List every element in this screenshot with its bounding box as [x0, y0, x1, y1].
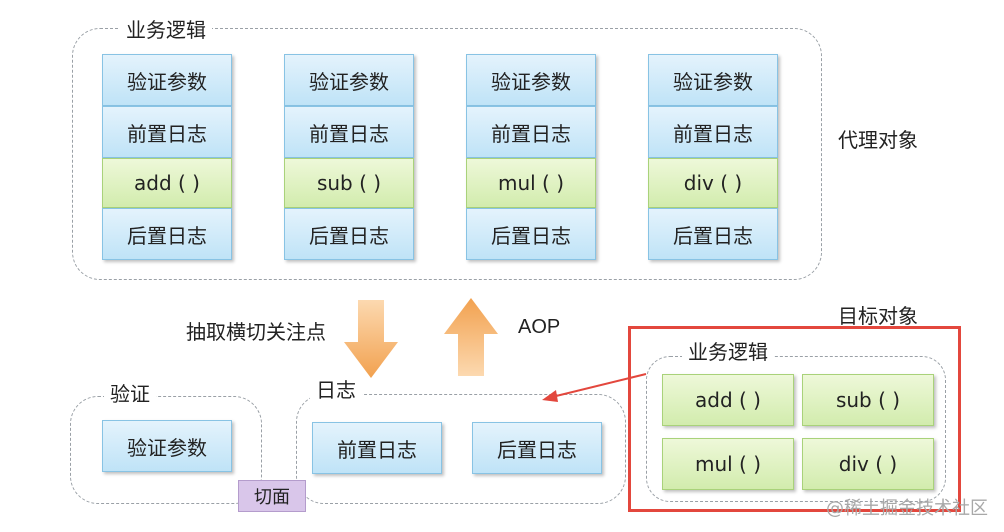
validate-param-cell: 验证参数 — [102, 420, 232, 472]
validate-param-cell: 验证参数 — [284, 54, 414, 106]
down-arrow-icon — [344, 300, 398, 378]
up-arrow-icon — [444, 298, 498, 376]
proxy-business-logic-group — [72, 28, 822, 280]
extract-crosscut-label: 抽取横切关注点 — [186, 320, 326, 344]
pre-log-cell: 前置日志 — [648, 106, 778, 158]
validate-param-cell: 验证参数 — [648, 54, 778, 106]
validate-param-cell: 验证参数 — [102, 54, 232, 106]
method-cell-div: div ( ) — [648, 158, 778, 208]
aspect-label: 切面 — [238, 480, 306, 512]
post-log-cell: 后置日志 — [648, 208, 778, 260]
proxy-object-label: 代理对象 — [838, 128, 918, 152]
post-log-cell: 后置日志 — [102, 208, 232, 260]
method-cell-mul: mul ( ) — [466, 158, 596, 208]
post-log-cell: 后置日志 — [472, 422, 602, 474]
validate-group — [70, 396, 262, 504]
validate-group-label: 验证 — [104, 378, 156, 407]
target-group-label: 业务逻辑 — [682, 336, 774, 365]
pre-log-cell: 前置日志 — [466, 106, 596, 158]
target-method-mul: mul ( ) — [662, 438, 794, 490]
target-method-sub: sub ( ) — [802, 374, 934, 426]
validate-param-cell: 验证参数 — [466, 54, 596, 106]
target-object-frame — [628, 326, 961, 512]
log-group — [296, 394, 626, 504]
post-log-cell: 后置日志 — [466, 208, 596, 260]
post-log-cell: 后置日志 — [284, 208, 414, 260]
method-cell-sub: sub ( ) — [284, 158, 414, 208]
proxy-group-label: 业务逻辑 — [120, 14, 212, 43]
watermark: @稀土掘金技术社区 — [826, 498, 988, 519]
pre-log-cell: 前置日志 — [284, 106, 414, 158]
method-cell-add: add ( ) — [102, 158, 232, 208]
aop-label: AOP — [518, 316, 561, 338]
target-object-label: 目标对象 — [838, 304, 918, 328]
target-method-div: div ( ) — [802, 438, 934, 490]
log-group-label: 日志 — [310, 374, 362, 403]
target-method-add: add ( ) — [662, 374, 794, 426]
pre-log-cell: 前置日志 — [312, 422, 442, 474]
pre-log-cell: 前置日志 — [102, 106, 232, 158]
target-business-logic-group — [646, 356, 946, 502]
